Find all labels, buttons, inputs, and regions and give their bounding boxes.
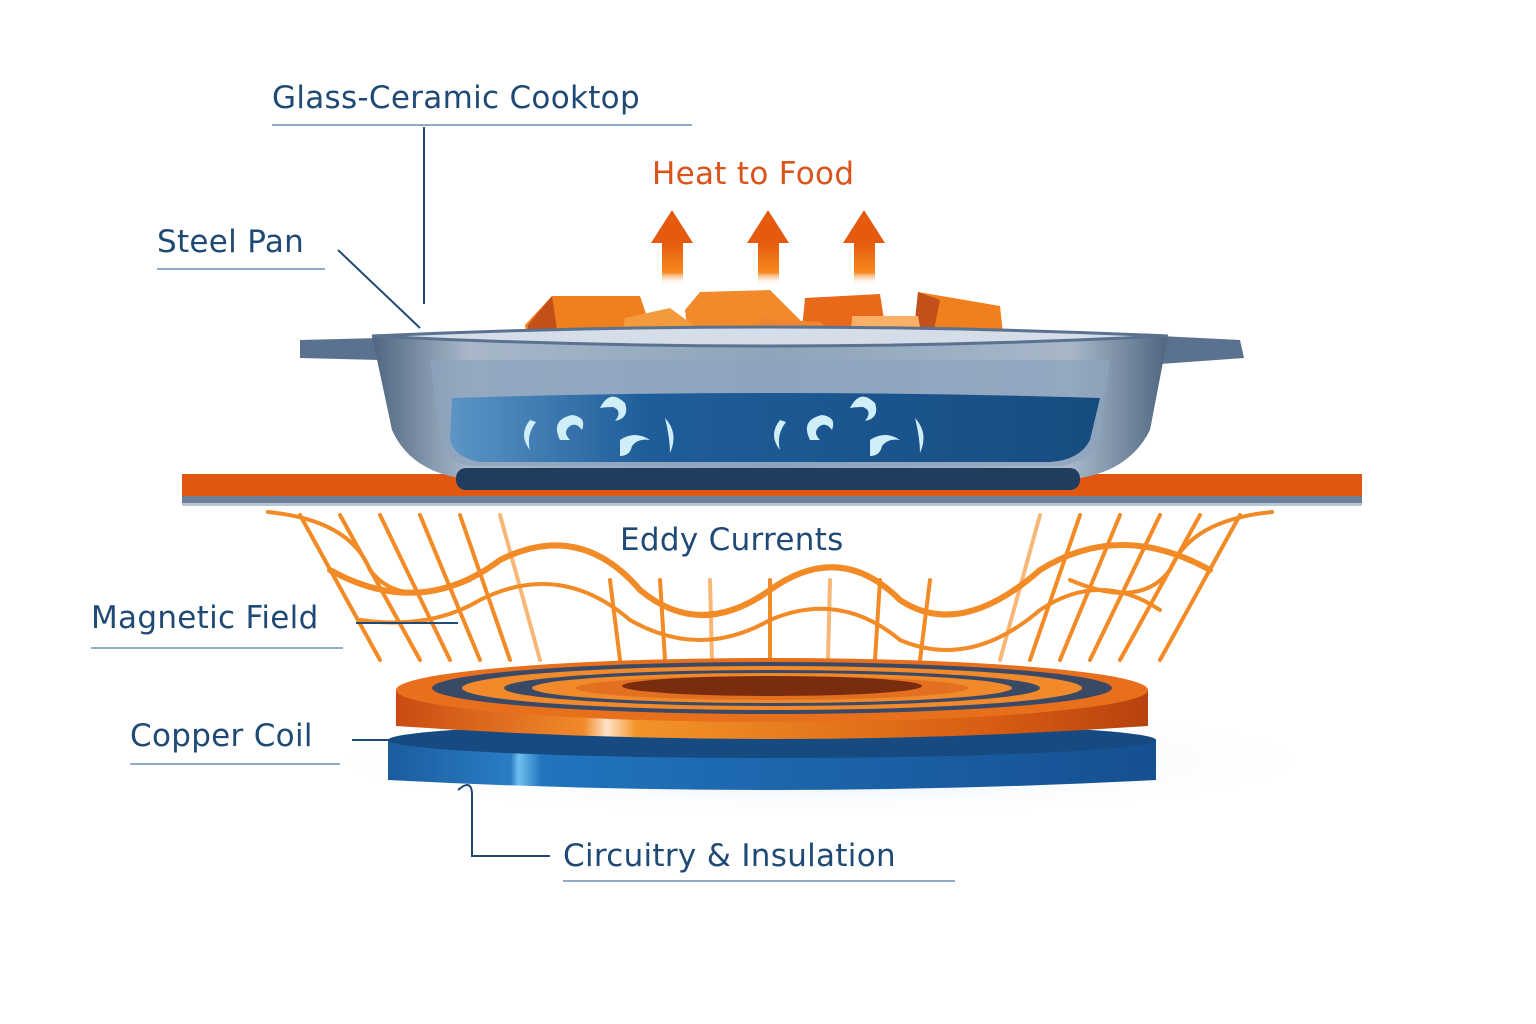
swirl-icon: [774, 396, 924, 456]
swirl-icon: [524, 396, 674, 456]
heat-arrow-icon: [651, 210, 693, 285]
label-magnetic-field: Magnetic Field: [91, 600, 319, 636]
label-heat-to-food: Heat to Food: [652, 156, 855, 192]
steel-pan: [300, 325, 1244, 490]
pan-leader-line: [337, 249, 421, 329]
label-glass-ceramic-cooktop: Glass-Ceramic Cooktop: [272, 80, 640, 116]
magnetic-label-underline: [91, 647, 343, 649]
magnetic-field-lines: [266, 510, 1274, 662]
circuitry-leader-line: [457, 784, 550, 857]
label-copper-coil: Copper Coil: [130, 718, 313, 754]
convection-swirls: [524, 396, 924, 456]
label-steel-pan: Steel Pan: [157, 224, 305, 260]
heat-arrows: [651, 210, 885, 285]
heat-arrow-icon: [843, 210, 885, 285]
pan-label-underline: [157, 268, 325, 270]
coil-label-underline: [130, 763, 340, 765]
circuitry-label-underline: [563, 880, 955, 882]
heat-arrow-icon: [747, 210, 789, 285]
cooktop-label-underline: [272, 124, 692, 126]
copper-coil: [396, 658, 1148, 739]
label-circuitry-insulation: Circuitry & Insulation: [563, 838, 896, 874]
label-eddy-currents: Eddy Currents: [620, 522, 844, 558]
